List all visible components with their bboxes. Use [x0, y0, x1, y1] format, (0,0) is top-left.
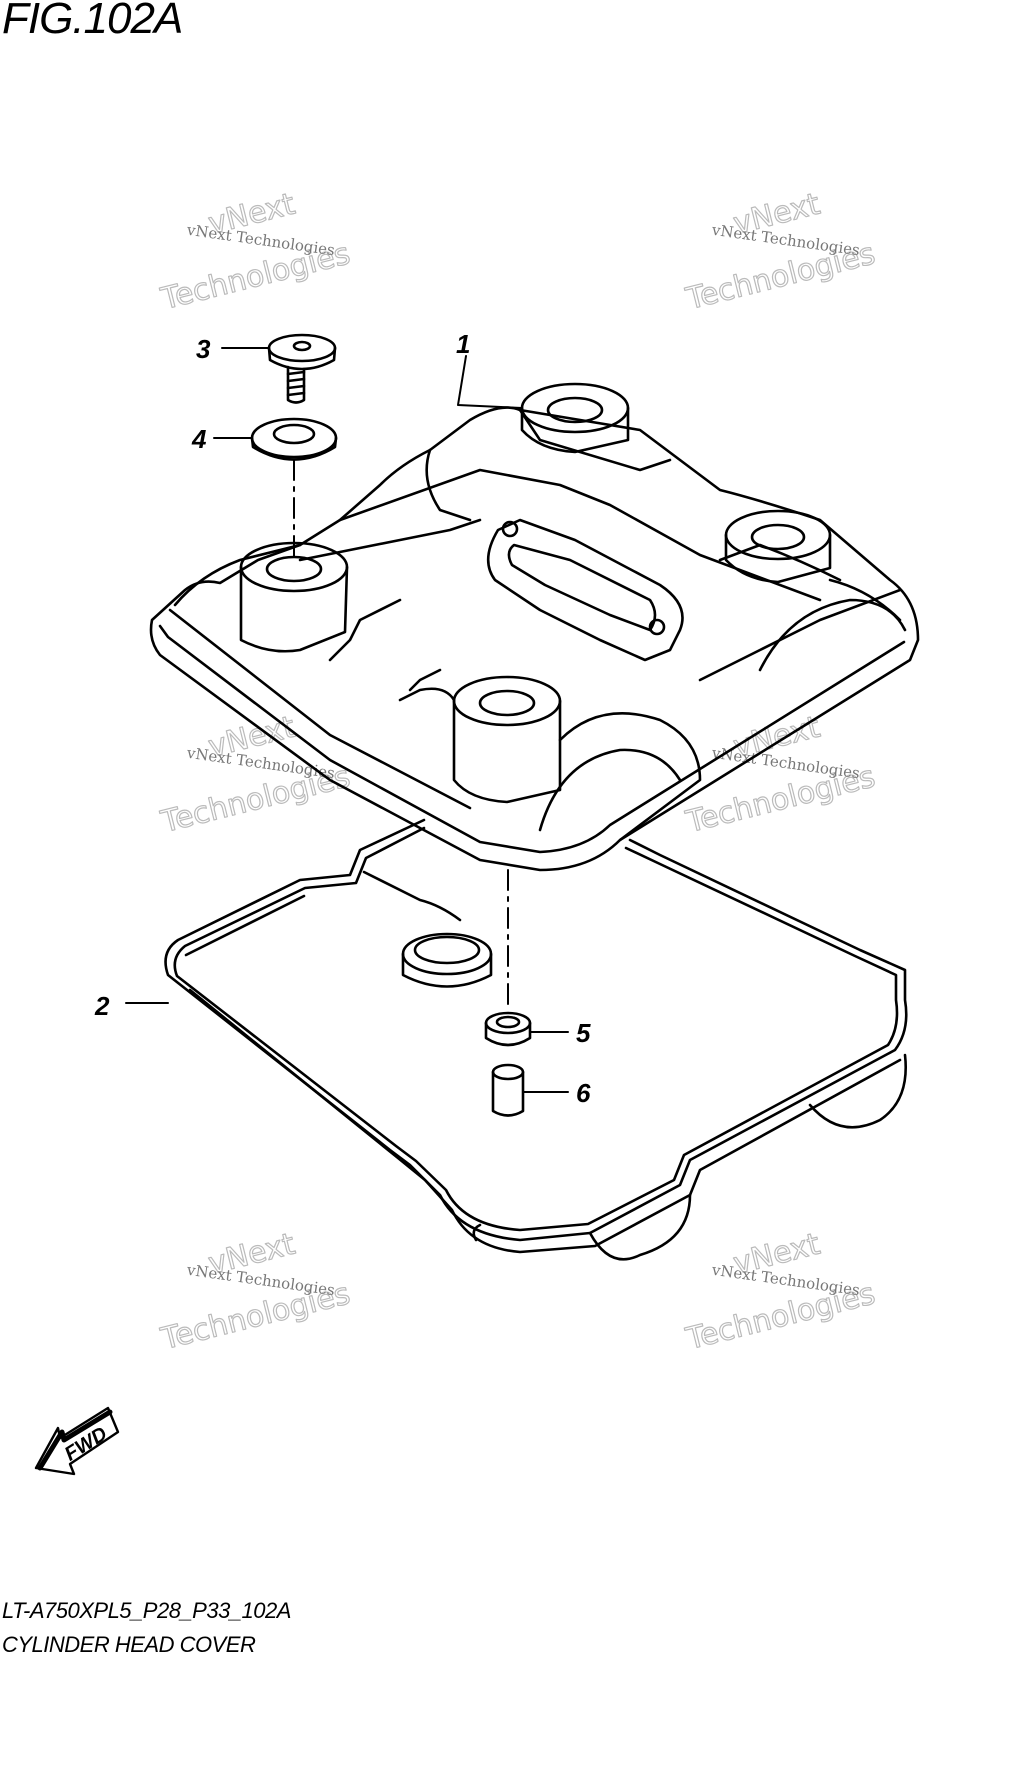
fwd-arrow-icon: FWD [34, 1406, 120, 1476]
watermark-mid-right: vNext Technologies vNext Technologies [682, 709, 880, 841]
callout-6: 6 [576, 1078, 591, 1108]
part-4-washer [250, 417, 338, 461]
watermark-top-right: vNext Technologies vNext Technologies [682, 186, 880, 318]
part-5-seal [484, 1011, 532, 1047]
model-code: LT-A750XPL5_P28_P33_102A [2, 1598, 291, 1623]
callout-2: 2 [94, 991, 110, 1021]
callout-1: 1 [456, 329, 470, 359]
watermark-bottom-right: vNext Technologies vNext Technologies [682, 1226, 880, 1358]
part-6-dowel-pin [491, 1063, 525, 1117]
part-2-gasket [164, 818, 908, 1261]
callout-3: 3 [196, 334, 211, 364]
callout-5: 5 [576, 1018, 591, 1048]
part-3-bolt [267, 333, 337, 404]
diagram-caption: CYLINDER HEAD COVER [2, 1632, 256, 1657]
watermark-bottom-left: vNext Technologies vNext Technologies [157, 1226, 355, 1358]
figure-title: FIG.102A [2, 0, 183, 43]
leader-1 [457, 355, 523, 409]
part-1-cylinder-head-cover [149, 382, 920, 872]
callout-4: 4 [191, 424, 207, 454]
watermark-top-left: vNext Technologies vNext Technologies [157, 186, 355, 318]
